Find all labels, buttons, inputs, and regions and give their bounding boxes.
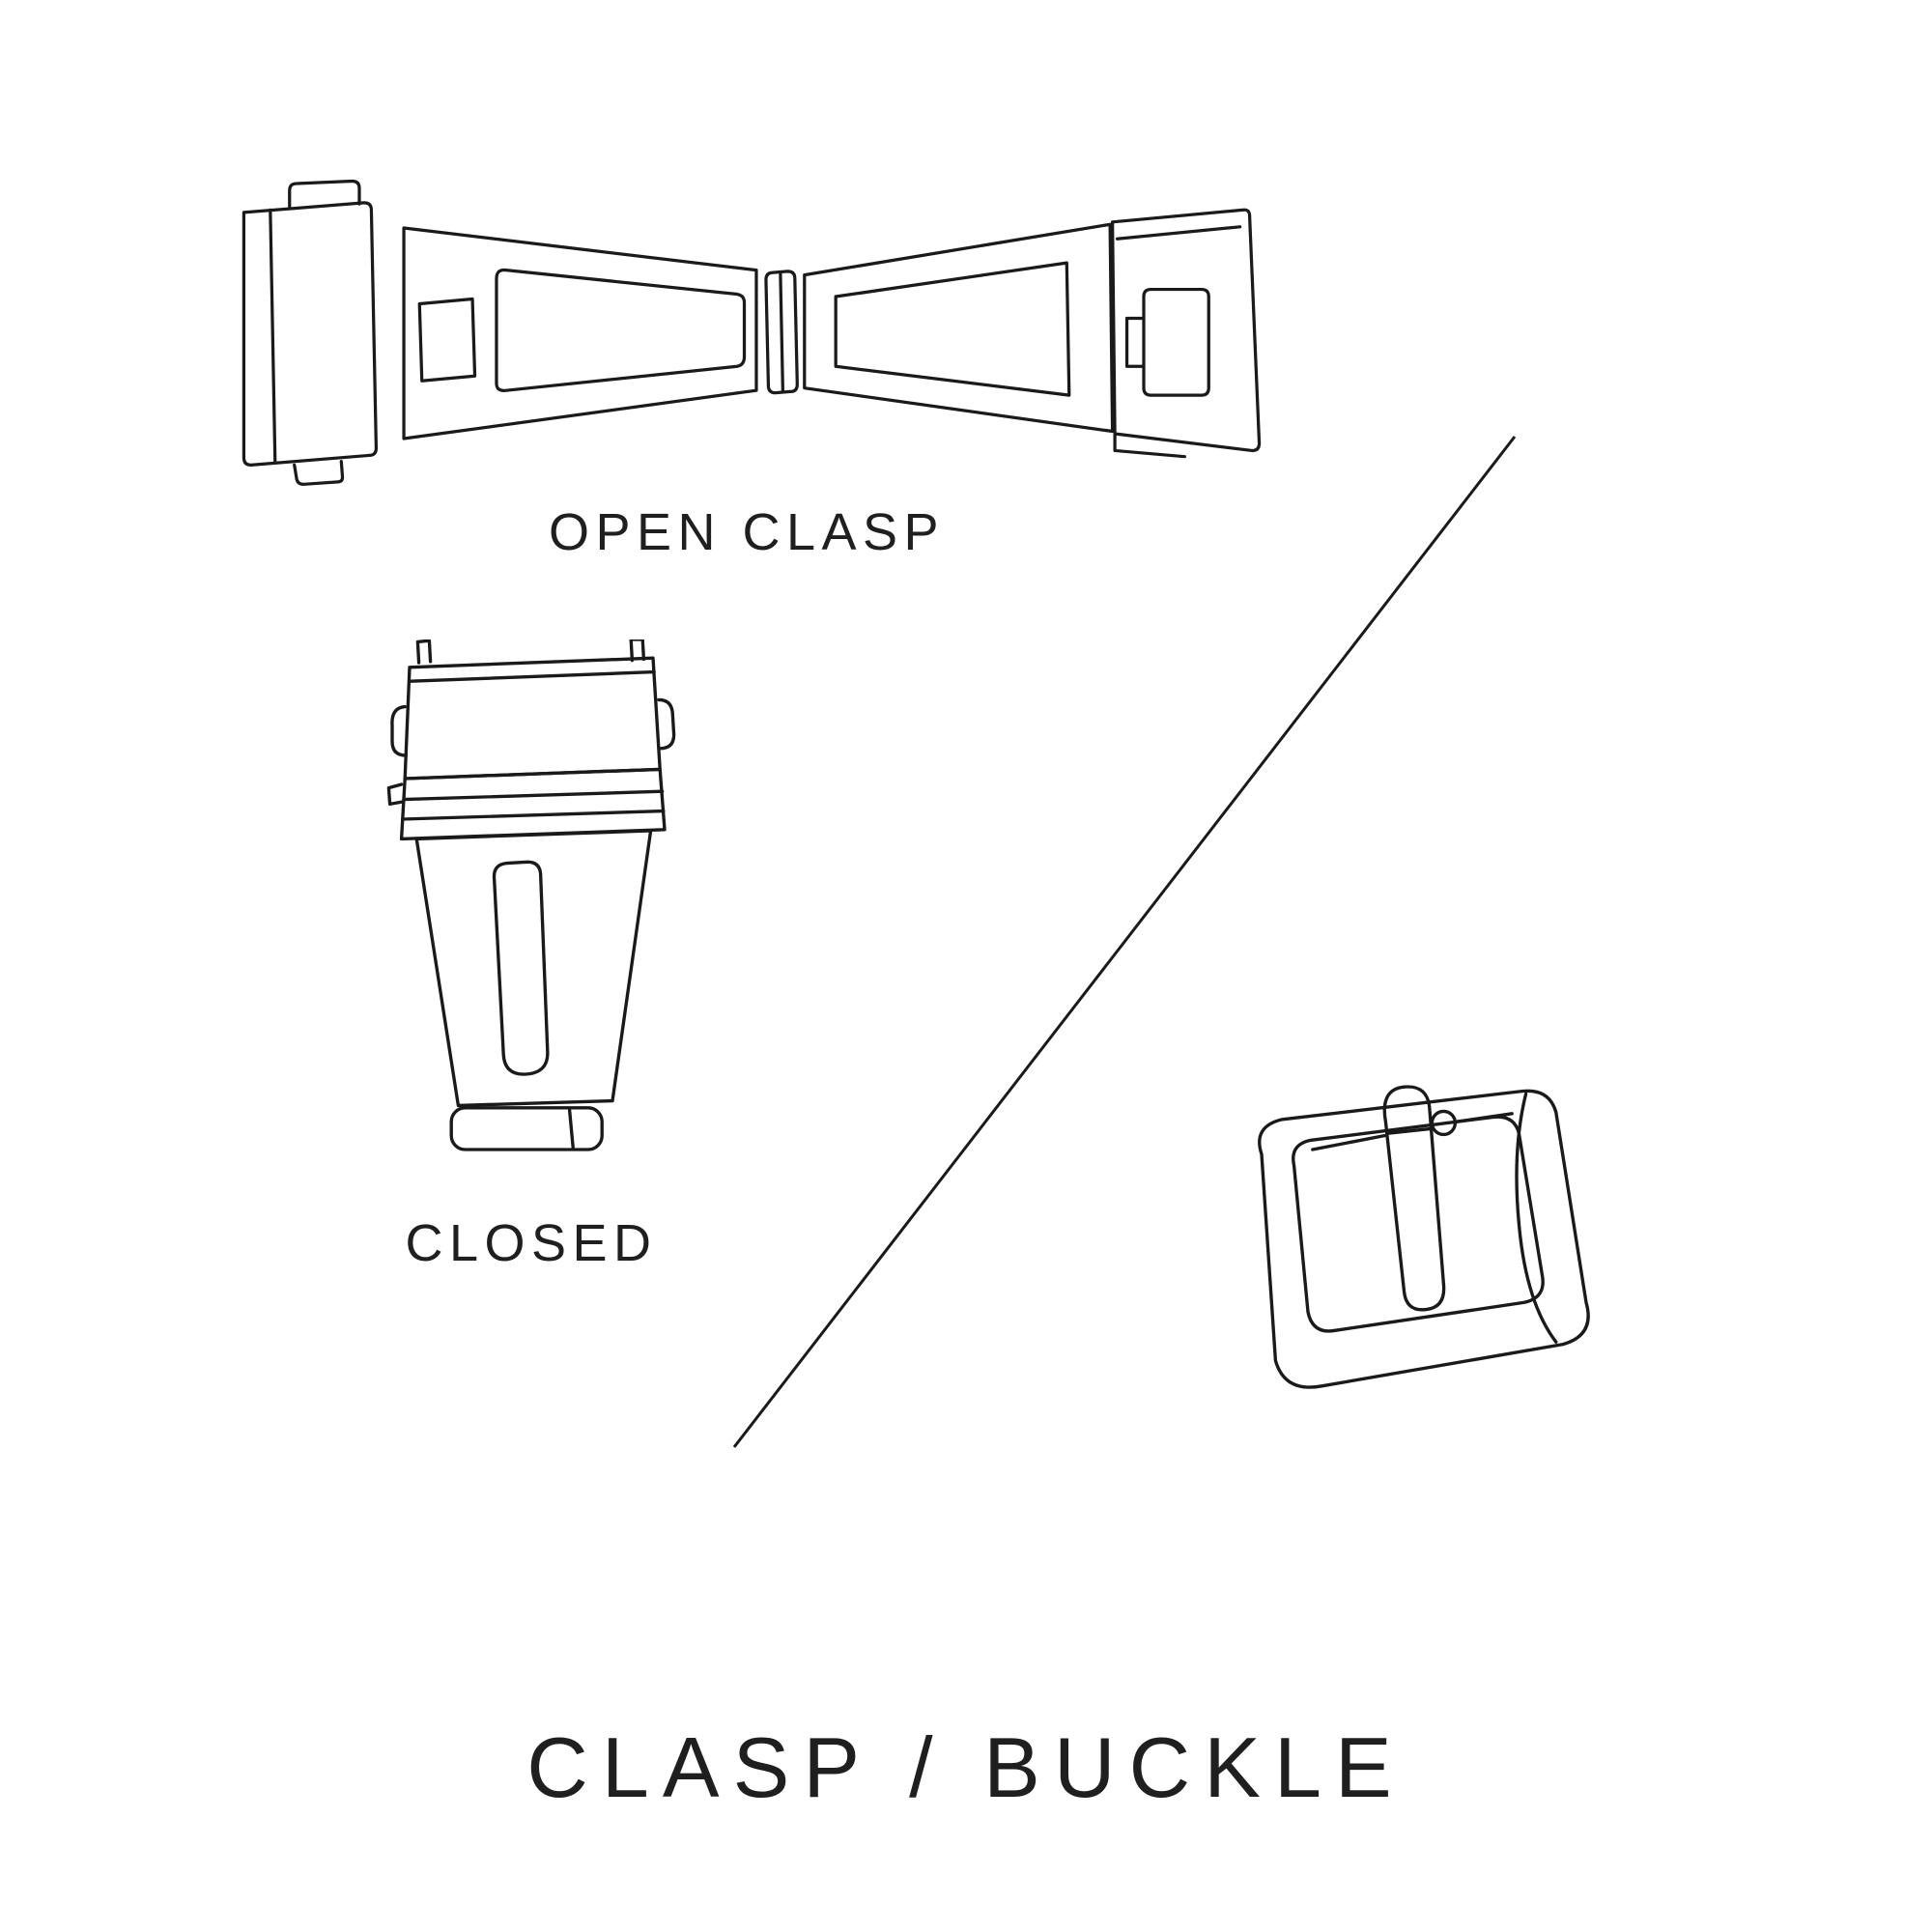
pin-buckle-figure <box>1215 1080 1609 1405</box>
closed-clasp-illustration <box>386 639 676 1151</box>
open-clasp-label: OPEN CLASP <box>549 503 945 561</box>
open-clasp-figure: OPEN CLASP <box>217 174 1276 561</box>
closed-clasp-label: CLOSED <box>405 1214 658 1272</box>
closed-clasp-figure: CLOSED <box>375 639 688 1272</box>
open-clasp-illustration <box>242 179 1262 486</box>
pin-buckle-illustration <box>1258 1085 1590 1389</box>
page-title: CLASP / BUCKLE <box>526 1719 1406 1815</box>
